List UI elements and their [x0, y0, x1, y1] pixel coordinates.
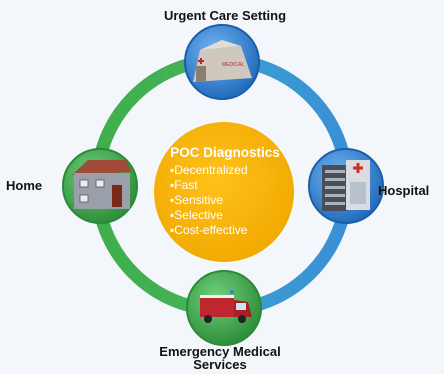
ambulance-icon: [200, 290, 252, 323]
feature-item: Cost-effective: [170, 223, 290, 238]
urgent-care-node: MEDICAL: [184, 24, 260, 100]
tent-sign-text: MEDICAL: [222, 62, 244, 68]
home-label: Home: [6, 178, 43, 193]
house-icon: [72, 160, 132, 209]
feature-item: Fast: [170, 178, 290, 193]
ems-label: Emergency Medical Services: [135, 345, 305, 371]
hospital-building-icon: [322, 160, 370, 211]
home-node: [62, 148, 138, 224]
tent-icon: MEDICAL: [193, 40, 252, 82]
hospital-node: [308, 148, 384, 224]
urgent-care-label: Urgent Care Setting: [163, 8, 287, 23]
feature-item: Decentralized: [170, 163, 290, 178]
center-text-block: POC Diagnostics Decentralized Fast Sensi…: [160, 145, 290, 238]
feature-item: Sensitive: [170, 193, 290, 208]
hospital-label: Hospital: [378, 183, 430, 198]
center-feature-list: Decentralized Fast Sensitive Selective C…: [160, 163, 290, 238]
ems-node: [186, 270, 262, 346]
center-title: POC Diagnostics: [170, 145, 280, 160]
ems-label-text: Emergency Medical Services: [159, 344, 281, 372]
feature-item: Selective: [170, 208, 290, 223]
